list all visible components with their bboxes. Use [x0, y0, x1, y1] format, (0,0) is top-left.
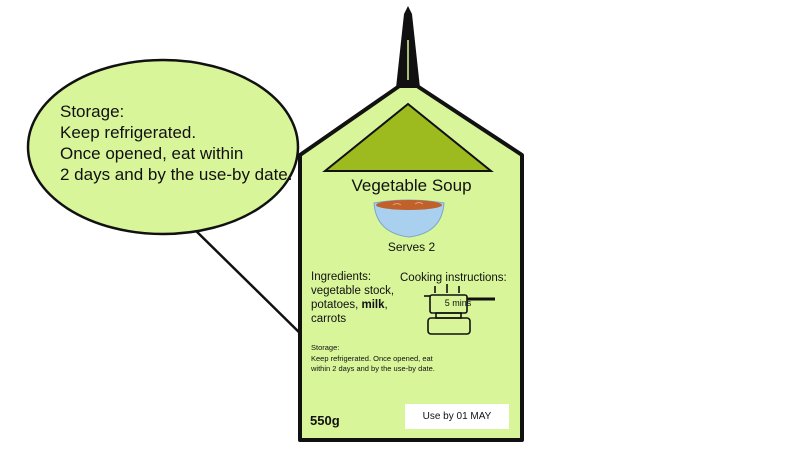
- carton-roof-triangle: [322, 102, 494, 172]
- callout-storage-line: Keep refrigerated.: [60, 123, 197, 142]
- product-title: Vegetable Soup: [351, 176, 472, 195]
- ingredient-text: potatoes,: [311, 299, 362, 311]
- soup-bowl-icon: [373, 199, 445, 238]
- carton-storage-heading: Storage:: [311, 343, 340, 352]
- ingredients-line: carrots: [311, 313, 347, 325]
- carton-storage-block: Storage: Keep refrigerated. Once opened,…: [311, 343, 435, 375]
- saucepan-on-hob-icon: [424, 284, 495, 335]
- allergen-milk: milk: [361, 299, 385, 311]
- callout-storage-line: Once opened, eat within: [60, 144, 244, 163]
- use-by-label: Use by 01 MAY: [405, 404, 509, 429]
- storage-callout-bubble: [26, 58, 300, 236]
- callout-pointer-line: [189, 224, 310, 343]
- ingredients-line: potatoes, milk,: [311, 298, 394, 312]
- ingredient-text: ,: [384, 299, 388, 311]
- callout-storage-line: 2 days and by the use-by date.: [60, 165, 293, 184]
- ingredients-block: Ingredients: vegetable stock, potatoes, …: [311, 270, 394, 326]
- carton-storage-line: within 2 days and by the use-by date.: [311, 364, 435, 373]
- ingredients-heading: Ingredients:: [311, 271, 372, 283]
- cooking-instructions-heading: Cooking instructions:: [400, 272, 507, 284]
- net-weight: 550g: [310, 413, 340, 428]
- serves-label: Serves 2: [387, 240, 436, 254]
- use-by-text: Use by 01 MAY: [422, 411, 492, 422]
- carton-storage-line: Keep refrigerated. Once opened, eat: [311, 353, 433, 363]
- ingredients-line: vegetable stock,: [311, 285, 395, 297]
- callout-storage-heading: Storage:: [60, 102, 125, 121]
- cook-time-label: 5 mins: [444, 298, 472, 308]
